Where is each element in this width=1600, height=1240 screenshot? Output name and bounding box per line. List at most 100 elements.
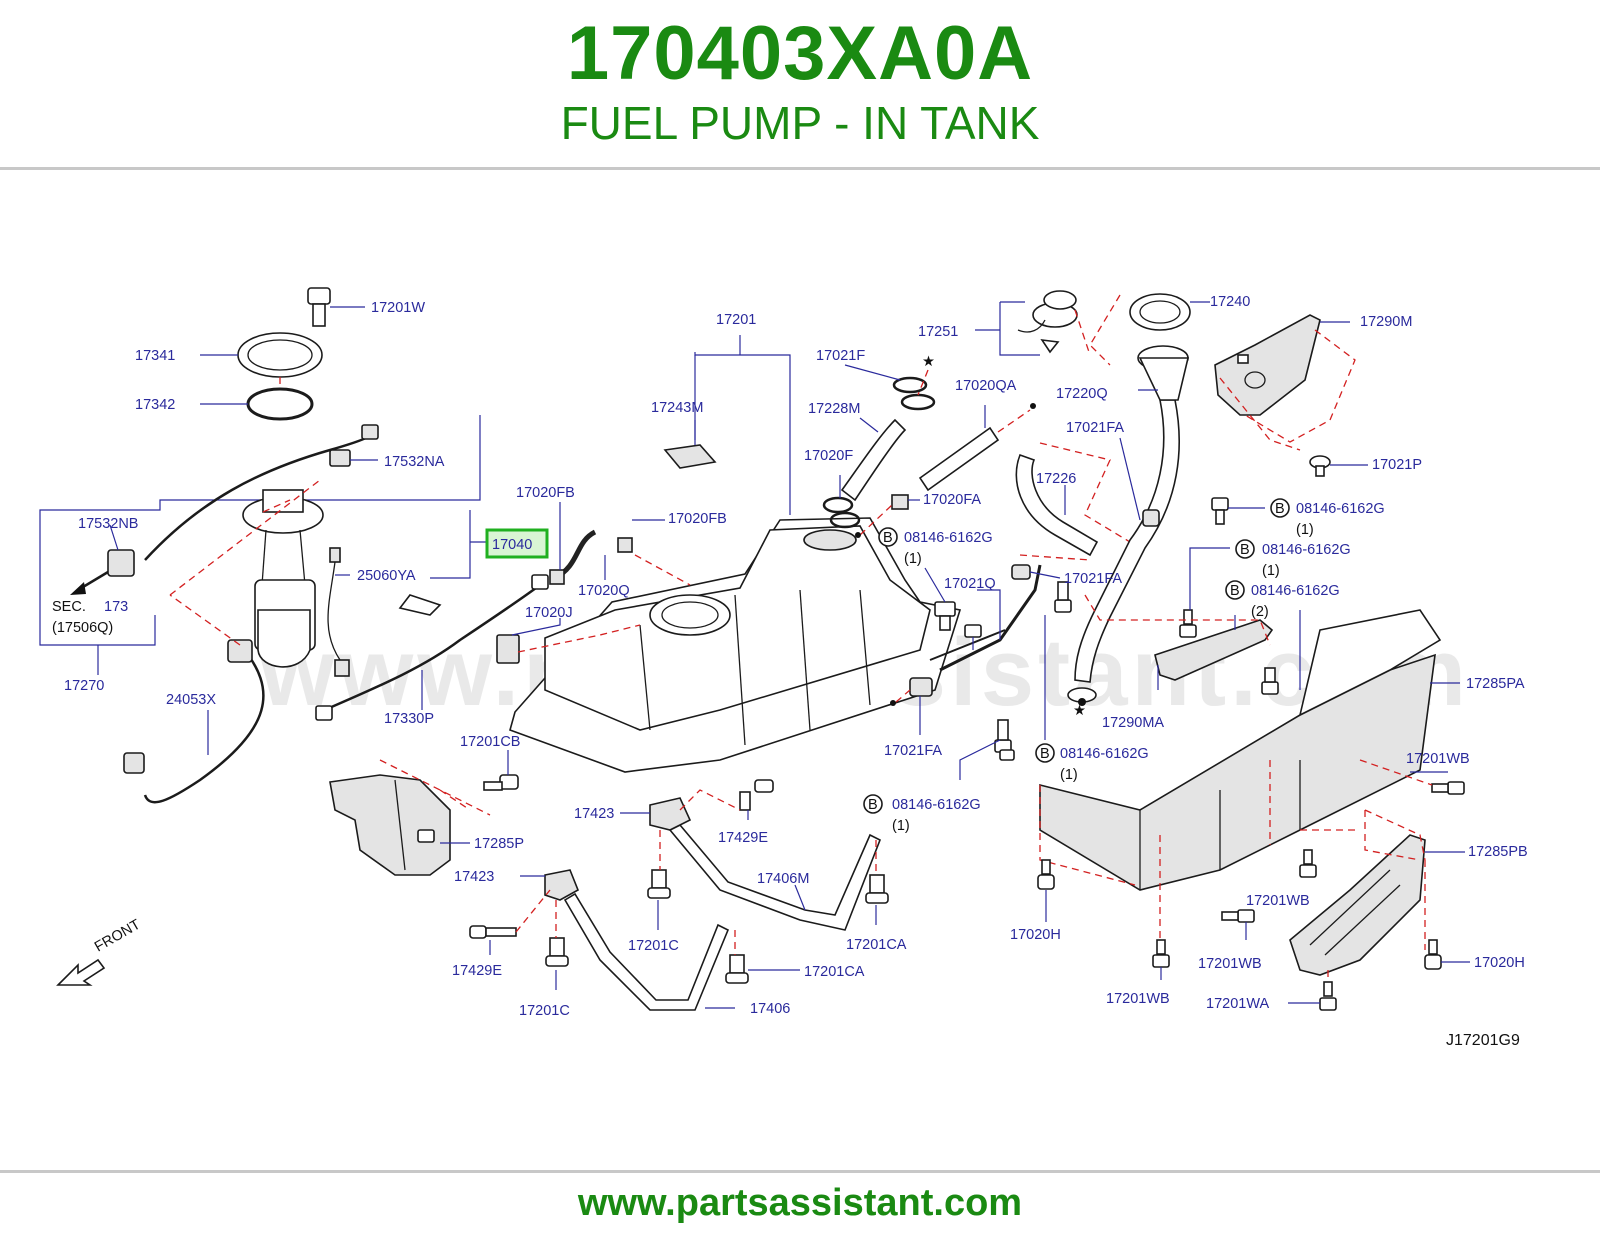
bolt-17020h-b[interactable] [1424, 939, 1442, 970]
callout-17429e-b[interactable]: 17429E [452, 963, 502, 979]
fuel-tank-17201[interactable] [509, 517, 962, 773]
callout-17429e-a[interactable]: 17429E [718, 830, 768, 846]
callout-25060ya[interactable]: 25060YA [357, 568, 416, 584]
callout-17228m[interactable]: 17228M [808, 401, 860, 417]
bracket-17285p[interactable] [329, 774, 451, 876]
callout-17423-a[interactable]: 17423 [574, 806, 614, 822]
footer-url-link[interactable]: www.partsassistant.com [577, 1182, 1023, 1224]
bracket-17423-a[interactable] [649, 797, 692, 831]
bolt-17020h-a[interactable] [1037, 859, 1055, 890]
bolt-17201c-a[interactable] [647, 869, 671, 899]
strap-17406[interactable] [563, 892, 730, 1011]
bolt-b-3[interactable] [1179, 624, 1197, 638]
callout-17240[interactable]: 17240 [1210, 294, 1250, 310]
clamp-17021fa-b[interactable] [1142, 509, 1160, 527]
bolt-17201ca-b[interactable] [725, 954, 749, 984]
bolt-17201cb[interactable] [483, 774, 519, 791]
callout-17201[interactable]: 17201 [716, 312, 756, 328]
callout-17020fb-a[interactable]: 17020FB [516, 485, 575, 501]
highlighted-part-17040-box[interactable] [485, 528, 549, 559]
callout-17020qa[interactable]: 17020QA [955, 378, 1017, 394]
callout-17201wb-d[interactable]: 17201WB [1106, 991, 1170, 1007]
callout-17021f[interactable]: 17021F [816, 348, 865, 364]
bolt-b-6[interactable] [863, 794, 883, 814]
fuel-cap-17251[interactable] [1017, 290, 1078, 354]
callout-17342[interactable]: 17342 [135, 397, 175, 413]
callout-17243m[interactable]: 17243M [651, 400, 703, 416]
bolt-17201wb-d[interactable] [1152, 939, 1170, 968]
callout-17201wb-c[interactable]: 17201WB [1198, 956, 1262, 972]
callout-17201wb-a[interactable]: 17201WB [1406, 751, 1470, 767]
bolt-17201wa[interactable] [1319, 981, 1337, 1011]
bolt-17201ca-a[interactable] [865, 874, 889, 904]
callout-17532na[interactable]: 17532NA [384, 454, 445, 470]
sender-connector-24053x[interactable] [227, 639, 253, 663]
callout-bolt-6[interactable]: 08146-6162G [892, 797, 981, 813]
clamp-17020fb-b[interactable] [617, 537, 633, 553]
connector-17532nb[interactable] [107, 549, 135, 577]
callout-17290ma[interactable]: 17290MA [1102, 715, 1164, 731]
callout-17201w[interactable]: 17201W [371, 300, 425, 316]
bolt-17201w[interactable] [307, 287, 331, 327]
bolt-17201wb-b[interactable] [1299, 849, 1317, 878]
callout-17270[interactable]: 17270 [64, 678, 104, 694]
callout-17201cb[interactable]: 17201CB [460, 734, 520, 750]
callout-17251[interactable]: 17251 [918, 324, 958, 340]
callout-17020h-a[interactable]: 17020H [1010, 927, 1061, 943]
bolt-17201wb-c[interactable] [1221, 909, 1255, 923]
callout-17021p[interactable]: 17021P [1372, 457, 1422, 473]
callout-17201wa[interactable]: 17201WA [1206, 996, 1269, 1012]
connector-17020j[interactable] [496, 634, 520, 664]
callout-17201c-a[interactable]: 17201C [628, 938, 679, 954]
callout-17020fa[interactable]: 17020FA [923, 492, 981, 508]
callout-17285p[interactable]: 17285P [474, 836, 524, 852]
callout-17201wb-b[interactable]: 17201WB [1246, 893, 1310, 909]
skid-plate-17285pb[interactable] [1289, 834, 1426, 976]
callout-17040[interactable]: 17040 [492, 537, 532, 553]
hose-17020qa[interactable] [918, 426, 1000, 492]
bracket-17423-b[interactable] [544, 869, 580, 901]
filler-neck-17220q[interactable] [1067, 345, 1190, 703]
o-ring-17342[interactable] [246, 387, 314, 421]
bolt-b-1[interactable] [878, 527, 956, 631]
clamp-17020f[interactable] [822, 496, 854, 514]
callout-bolt-3[interactable]: 08146-6162G [1262, 542, 1351, 558]
callout-17290m[interactable]: 17290M [1360, 314, 1412, 330]
fuel-pump-module-17040[interactable] [242, 489, 350, 677]
callout-17341[interactable]: 17341 [135, 348, 175, 364]
callout-bolt-5[interactable]: 08146-6162G [1060, 746, 1149, 762]
callout-17021fa-b[interactable]: 17021FA [1066, 420, 1124, 436]
callout-bolt-1[interactable]: 08146-6162G [904, 530, 993, 546]
callout-17226[interactable]: 17226 [1036, 471, 1076, 487]
callout-17285pb[interactable]: 17285PB [1468, 844, 1528, 860]
skid-plate-17285pa[interactable] [1039, 609, 1442, 891]
callout-17020j[interactable]: 17020J [525, 605, 573, 621]
bolt-17429e-a[interactable] [739, 779, 774, 811]
callout-17020h-b[interactable]: 17020H [1474, 955, 1525, 971]
callout-17201c-b[interactable]: 17201C [519, 1003, 570, 1019]
callout-17021q[interactable]: 17021Q [944, 576, 996, 592]
clamp-17021f[interactable] [900, 393, 936, 411]
label-17243m[interactable] [663, 444, 717, 469]
callout-17020q[interactable]: 17020Q [578, 583, 630, 599]
clamp-17021fa-a[interactable] [909, 677, 933, 697]
bracket-17021q[interactable] [939, 564, 1042, 672]
callout-17285pa[interactable]: 17285PA [1466, 676, 1525, 692]
callout-17406[interactable]: 17406 [750, 1001, 790, 1017]
callout-17201ca-a[interactable]: 17201CA [846, 937, 907, 953]
callout-17423-b[interactable]: 17423 [454, 869, 494, 885]
callout-24053x[interactable]: 24053X [166, 692, 216, 708]
callout-bolt-4[interactable]: 08146-6162G [1251, 583, 1340, 599]
hose-17228m[interactable] [840, 418, 907, 502]
clamp-17020fb-a[interactable] [549, 569, 565, 585]
bracket-17290m[interactable] [1214, 314, 1321, 416]
bolt-b-5[interactable] [1035, 743, 1055, 763]
bolt-17201c-b[interactable] [545, 937, 569, 967]
clamp-17020fa[interactable] [891, 494, 909, 510]
filler-hose-17226[interactable] [1015, 453, 1099, 557]
callout-17201ca-b[interactable]: 17201CA [804, 964, 865, 980]
strap-17406m[interactable] [668, 824, 882, 931]
callout-17020f[interactable]: 17020F [804, 448, 853, 464]
callout-17220q[interactable]: 17220Q [1056, 386, 1108, 402]
callout-17406m[interactable]: 17406M [757, 871, 809, 887]
